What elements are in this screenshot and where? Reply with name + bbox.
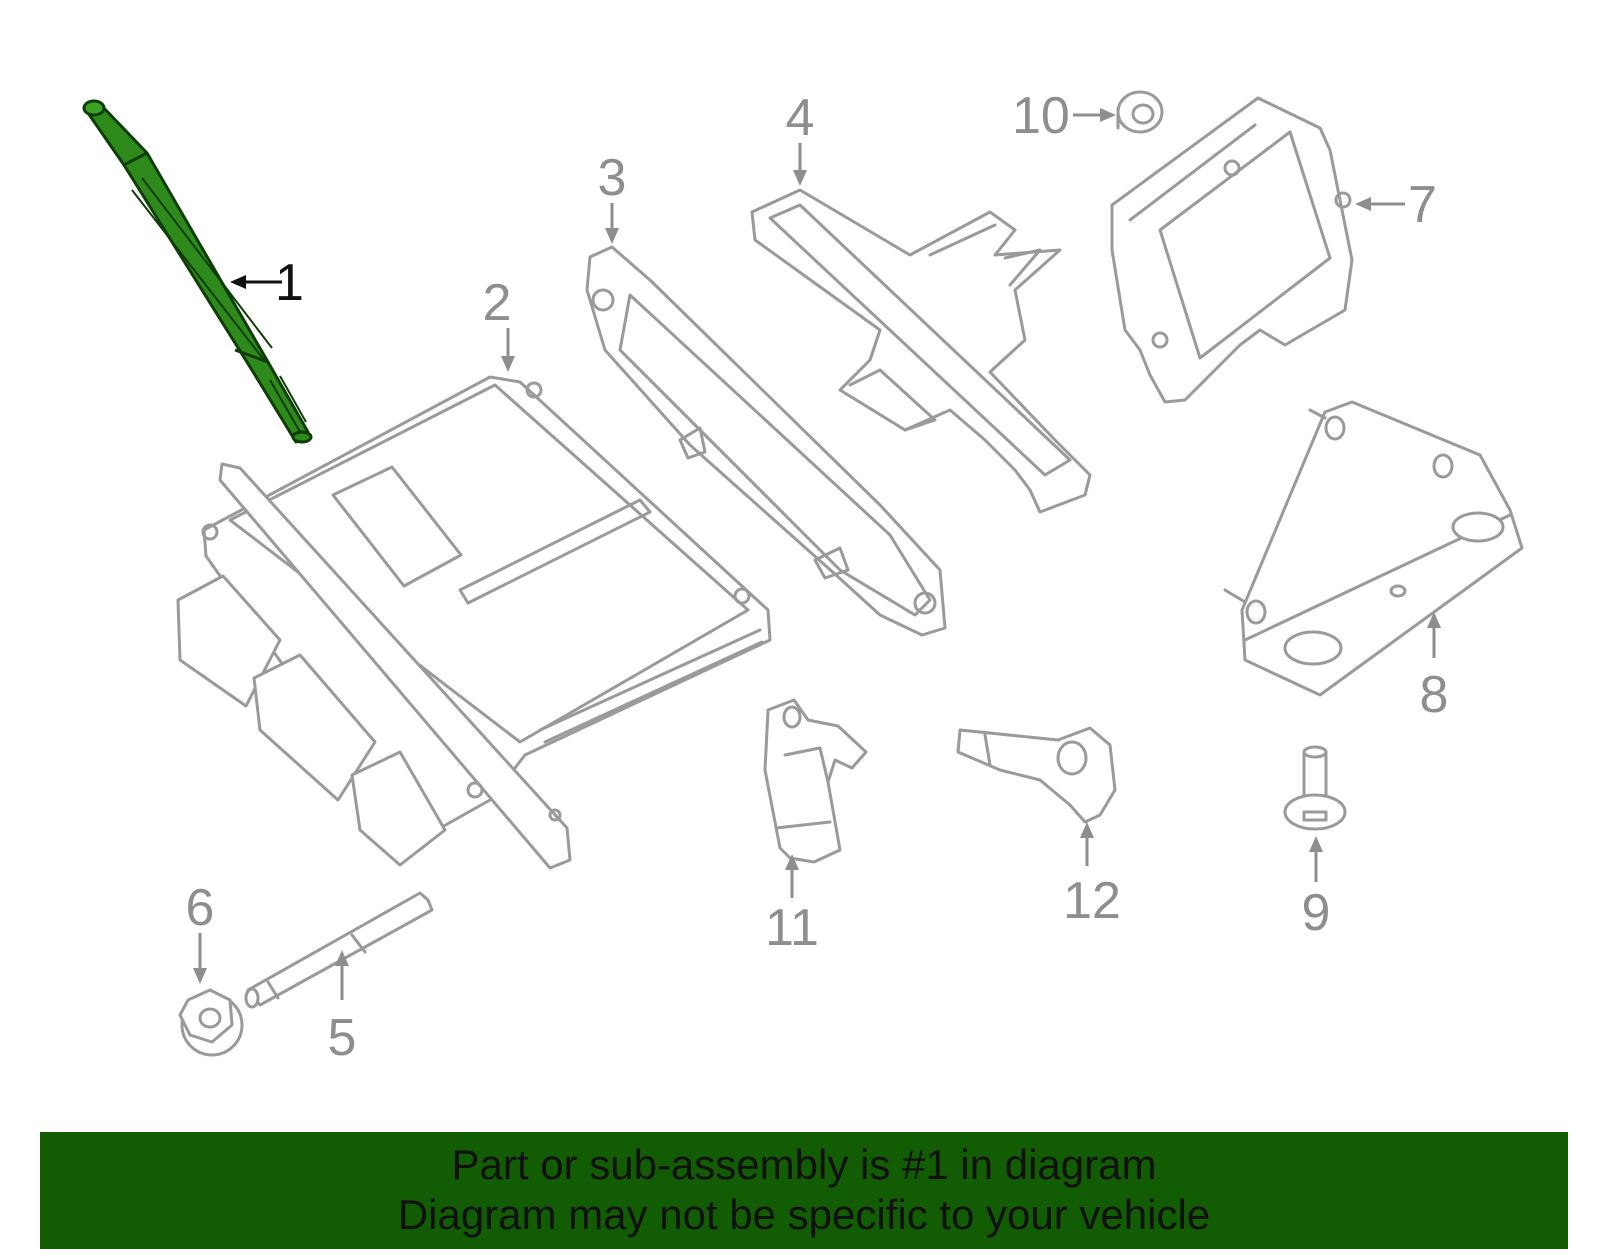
callout-label-8: 8 [1420, 666, 1449, 724]
callout-10: 10 [1012, 87, 1116, 145]
part-6-flange-nut [178, 988, 244, 1057]
banner-line-disclaimer: Diagram may not be specific to your vehi… [397, 1191, 1211, 1238]
callout-label-11: 11 [765, 899, 819, 957]
callout-3: 3 [598, 149, 627, 244]
part-12-sensor [956, 726, 1117, 824]
callout-4: 4 [786, 89, 815, 186]
callout-1: 1 [230, 254, 304, 312]
callout-9: 9 [1302, 836, 1331, 942]
callout-label-3: 3 [598, 149, 627, 207]
banner-line-part: Part or sub-assembly is #1 in diagram [451, 1141, 1157, 1188]
part-8-bracket-plate [1223, 400, 1524, 697]
callout-label-4: 4 [786, 89, 815, 147]
part-9-stud-bolt [1283, 745, 1347, 831]
callout-label-10: 10 [1012, 87, 1070, 145]
callout-6: 6 [186, 879, 215, 984]
callout-8: 8 [1420, 612, 1449, 724]
part-7-module-box [1110, 96, 1354, 404]
callout-label-5: 5 [328, 1009, 357, 1067]
callout-11: 11 [765, 854, 819, 957]
callout-label-6: 6 [186, 879, 215, 937]
part-2-control-module [176, 375, 772, 870]
callout-5: 5 [328, 950, 357, 1067]
part-1-highlighted[interactable] [82, 99, 313, 444]
callout-label-12: 12 [1063, 872, 1121, 930]
callout-label-1: 1 [275, 254, 304, 312]
info-banner: Part or sub-assembly is #1 in diagram Di… [40, 1132, 1568, 1249]
part-10-grommet [1116, 90, 1164, 134]
callout-label-9: 9 [1302, 884, 1331, 942]
part-3-bracket-frame [585, 245, 947, 637]
callout-label-7: 7 [1408, 176, 1437, 234]
callout-12: 12 [1063, 822, 1121, 930]
part-11-sensor [763, 698, 868, 864]
callout-2: 2 [483, 274, 515, 372]
part-5-pin [244, 891, 434, 1009]
callout-7: 7 [1355, 176, 1437, 234]
part-4-mounting-bracket [750, 188, 1092, 514]
callout-label-2: 2 [483, 274, 512, 332]
